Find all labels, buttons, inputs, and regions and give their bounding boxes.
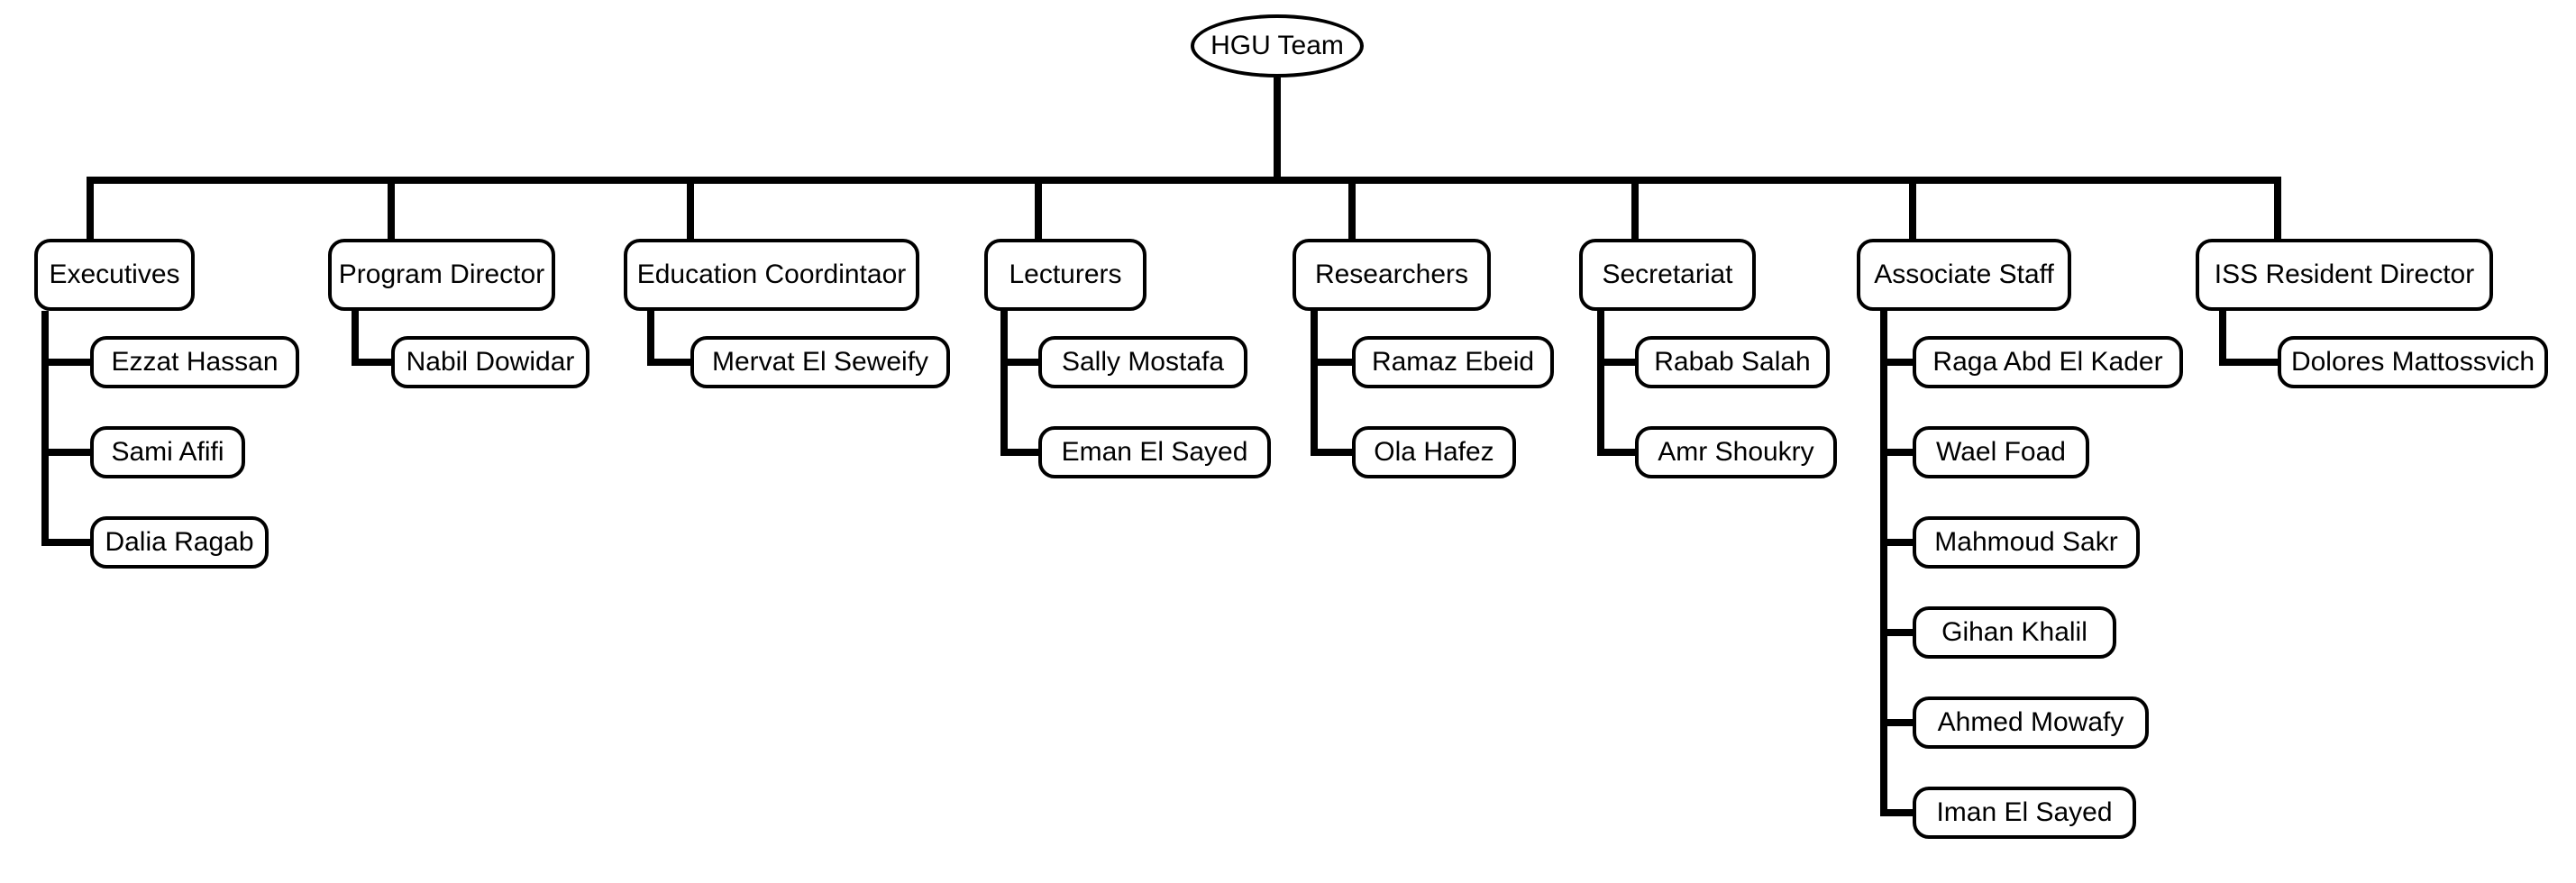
group-node-executives[interactable]: Executives xyxy=(34,239,195,311)
person-node-secretariat-0[interactable]: Rabab Salah xyxy=(1635,336,1830,388)
person-node-researchers-0-label: Ramaz Ebeid xyxy=(1371,347,1535,377)
group-node-secretariat[interactable]: Secretariat xyxy=(1579,239,1756,311)
person-node-associate-staff-0[interactable]: Raga Abd El Kader xyxy=(1913,336,2183,388)
root-node-hgu-team[interactable]: HGU Team xyxy=(1191,14,1364,77)
group-node-associate-staff[interactable]: Associate Staff xyxy=(1857,239,2071,311)
group-node-researchers[interactable]: Researchers xyxy=(1293,239,1491,311)
group-node-executives-label: Executives xyxy=(49,259,180,289)
person-node-associate-staff-0-label: Raga Abd El Kader xyxy=(1932,347,2163,377)
person-node-associate-staff-2[interactable]: Mahmoud Sakr xyxy=(1913,516,2140,569)
person-node-lecturers-0-label: Sally Mostafa xyxy=(1061,347,1225,377)
person-node-lecturers-1-label: Eman El Sayed xyxy=(1061,437,1248,467)
person-node-associate-staff-4-label: Ahmed Mowafy xyxy=(1937,707,2124,737)
person-node-executives-2[interactable]: Dalia Ragab xyxy=(90,516,269,569)
person-node-program-director-0[interactable]: Nabil Dowidar xyxy=(391,336,589,388)
person-node-associate-staff-3[interactable]: Gihan Khalil xyxy=(1913,606,2116,659)
person-node-executives-1-label: Sami Afifi xyxy=(111,437,224,467)
person-node-education-coordinator-0[interactable]: Mervat El Seweify xyxy=(690,336,950,388)
person-node-associate-staff-5-label: Iman El Sayed xyxy=(1936,797,2113,827)
group-node-education-coordinator-label: Education Coordintaor xyxy=(636,259,907,289)
group-node-program-director-label: Program Director xyxy=(338,259,545,289)
group-node-lecturers[interactable]: Lecturers xyxy=(984,239,1146,311)
group-node-associate-staff-label: Associate Staff xyxy=(1874,259,2054,289)
group-node-program-director[interactable]: Program Director xyxy=(328,239,555,311)
person-node-secretariat-0-label: Rabab Salah xyxy=(1654,347,1811,377)
group-node-education-coordinator[interactable]: Education Coordintaor xyxy=(624,239,919,311)
group-node-secretariat-label: Secretariat xyxy=(1602,259,1733,289)
person-node-iss-resident-director-0[interactable]: Dolores Mattossvich xyxy=(2278,336,2548,388)
person-node-executives-1[interactable]: Sami Afifi xyxy=(90,426,245,478)
person-node-education-coordinator-0-label: Mervat El Seweify xyxy=(711,347,929,377)
person-node-researchers-0[interactable]: Ramaz Ebeid xyxy=(1352,336,1554,388)
person-node-associate-staff-5[interactable]: Iman El Sayed xyxy=(1913,787,2136,839)
person-node-researchers-1[interactable]: Ola Hafez xyxy=(1352,426,1516,478)
person-node-executives-2-label: Dalia Ragab xyxy=(105,527,254,557)
person-node-secretariat-1-label: Amr Shoukry xyxy=(1658,437,1814,467)
person-node-lecturers-0[interactable]: Sally Mostafa xyxy=(1038,336,1247,388)
person-node-executives-0-label: Ezzat Hassan xyxy=(111,347,279,377)
person-node-secretariat-1[interactable]: Amr Shoukry xyxy=(1635,426,1837,478)
group-node-researchers-label: Researchers xyxy=(1314,259,1469,289)
person-node-lecturers-1[interactable]: Eman El Sayed xyxy=(1038,426,1271,478)
group-node-lecturers-label: Lecturers xyxy=(1009,259,1122,289)
person-node-iss-resident-director-0-label: Dolores Mattossvich xyxy=(2290,347,2535,377)
person-node-associate-staff-2-label: Mahmoud Sakr xyxy=(1934,527,2118,557)
person-node-researchers-1-label: Ola Hafez xyxy=(1374,437,1494,467)
person-node-program-director-0-label: Nabil Dowidar xyxy=(406,347,575,377)
group-node-iss-resident-director-label: ISS Resident Director xyxy=(2214,259,2475,289)
person-node-associate-staff-1-label: Wael Foad xyxy=(1936,437,2066,467)
person-node-associate-staff-1[interactable]: Wael Foad xyxy=(1913,426,2089,478)
group-node-iss-resident-director[interactable]: ISS Resident Director xyxy=(2196,239,2493,311)
person-node-associate-staff-3-label: Gihan Khalil xyxy=(1941,617,2087,647)
person-node-executives-0[interactable]: Ezzat Hassan xyxy=(90,336,299,388)
root-node-hgu-team-label: HGU Team xyxy=(1210,31,1344,60)
person-node-associate-staff-4[interactable]: Ahmed Mowafy xyxy=(1913,696,2149,749)
